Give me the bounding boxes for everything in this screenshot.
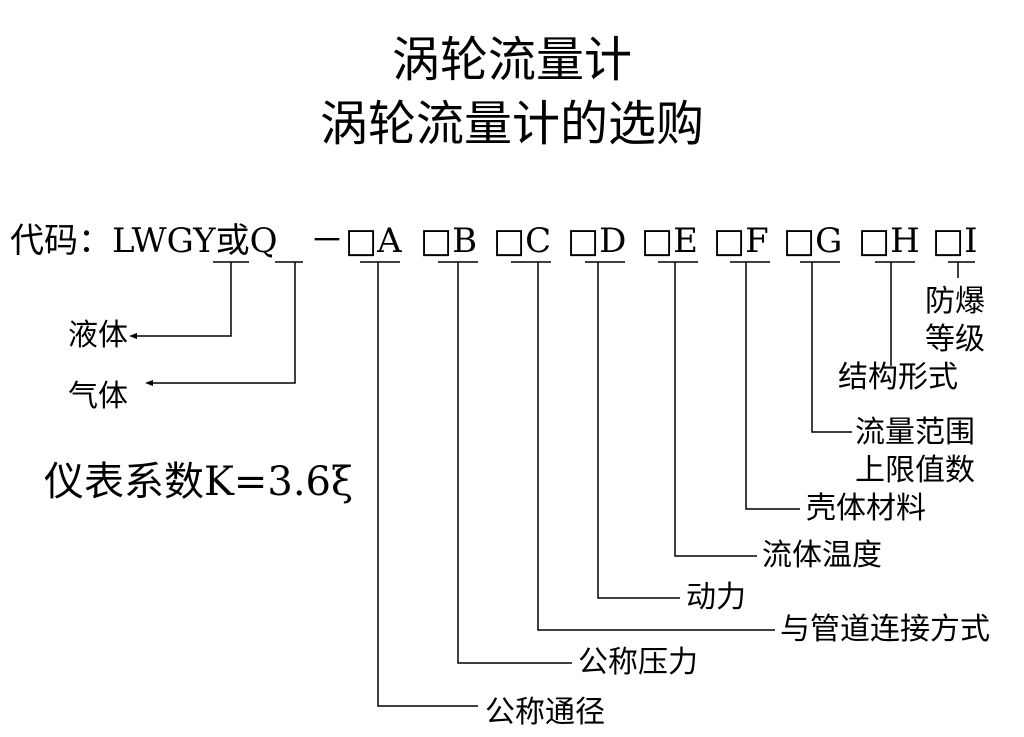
code-slot-h: □H [858,221,920,261]
meter-coefficient-formula: 仪表系数K=3.6ξ [44,459,354,505]
code-slot-b: □B [420,221,478,261]
label-power: 动力 [686,580,746,615]
page-title: 涡轮流量计 [391,32,632,88]
page-subtitle: 涡轮流量计的选购 [319,96,704,152]
label-pipe-connection: 与管道连接方式 [780,612,990,647]
code-slot-c: □C [493,221,552,261]
label-fluid-temperature: 流体温度 [762,538,882,573]
code-slot-i: □I [932,221,978,261]
label-liquid: 液体 [68,318,128,353]
label-structure: 结构形式 [838,360,958,395]
code-slot-e: □E [641,221,698,261]
code-slot-f: □F [713,221,769,261]
code-dash: － [310,221,344,261]
code-slot-a: □A [345,221,402,261]
code-slot-d: □D [567,221,627,261]
label-nominal-diameter: 公称通径 [485,695,605,730]
label-housing-material: 壳体材料 [806,491,926,526]
label-nominal-pressure: 公称压力 [578,645,698,680]
label-gas: 气体 [68,379,128,414]
code-prefix: 代码：LWGY或Q [10,221,278,261]
code-slot-g: □G [783,221,843,261]
label-explosion-grade: 防爆 等级 [925,284,985,357]
label-flow-range: 流量范围 上限值数 [855,415,975,488]
